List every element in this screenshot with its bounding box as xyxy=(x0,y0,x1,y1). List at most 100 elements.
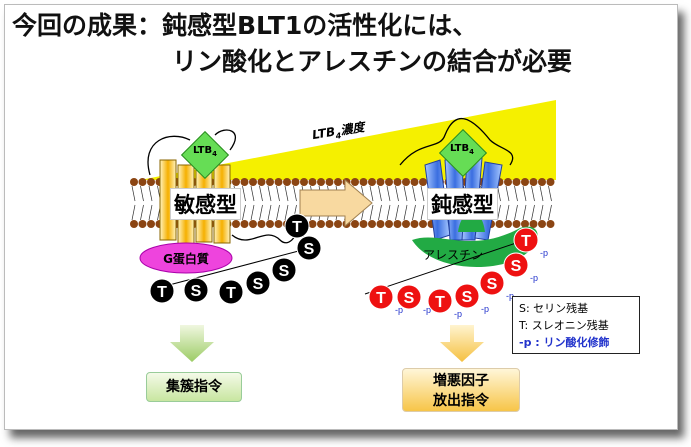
lipid-head xyxy=(232,178,240,186)
lipid-head xyxy=(232,220,240,228)
lipid-head xyxy=(521,178,529,186)
residue-label: S xyxy=(279,263,290,280)
lipid-head xyxy=(317,220,325,228)
lipid-head xyxy=(266,220,274,228)
outcome-right-line-2: 放出指令 xyxy=(433,393,489,409)
phospho-mark: -p xyxy=(530,273,538,283)
lipid-head xyxy=(376,178,385,186)
title-line-1: 今回の成果：鈍感型BLT1の活性化には、 xyxy=(12,11,478,40)
g-protein-label: G蛋白質 xyxy=(163,252,209,266)
arrestin xyxy=(412,211,538,267)
residue-bead xyxy=(454,283,480,309)
right-down-arrow xyxy=(440,325,484,362)
residue-bead xyxy=(284,213,310,239)
lipid-head xyxy=(283,178,291,186)
lipid-head xyxy=(240,220,249,228)
residue-bead xyxy=(396,284,422,310)
lipid-head xyxy=(325,178,334,186)
sensitive-receptor-label: 敏感型 xyxy=(170,188,241,220)
residue-label: S xyxy=(511,258,522,275)
residue-bead xyxy=(513,227,539,253)
lipid-head xyxy=(266,178,274,186)
lipid-head xyxy=(325,220,334,228)
ltb4-label-right: LTB4 xyxy=(449,143,475,156)
residue-label: T xyxy=(435,294,445,311)
clustering-command-box: 集簇指令 xyxy=(146,372,242,402)
residue-label: S xyxy=(253,276,264,293)
lipid-head xyxy=(147,178,155,186)
lipid-head xyxy=(359,220,368,228)
lipid-head xyxy=(385,220,393,228)
legend-phosphorylation: -p : リン酸化修飾 xyxy=(519,336,610,349)
phospho-mark: -p xyxy=(481,304,489,314)
mediator-release-command-box: 増悪因子 放出指令 xyxy=(402,368,520,412)
lipid-head xyxy=(512,178,521,186)
lipid-head xyxy=(308,220,317,228)
lipid-head xyxy=(257,178,266,186)
lipid-head xyxy=(368,178,376,186)
lipid-head xyxy=(368,220,376,228)
transition-arrow xyxy=(299,178,373,228)
lipid-head xyxy=(402,220,410,228)
residue-label: T xyxy=(226,285,236,302)
residue-bead xyxy=(245,270,271,296)
lipid-head xyxy=(393,178,402,186)
lipid-head xyxy=(419,220,427,228)
lipid-head xyxy=(249,178,257,186)
residue-label: T xyxy=(521,233,531,250)
lipid-head xyxy=(147,220,155,228)
legend-threonine: T: スレオニン残基 xyxy=(519,319,609,332)
lipid-head xyxy=(546,178,555,186)
lipid-head xyxy=(274,220,283,228)
insensitive-receptor-label: 鈍感型 xyxy=(427,188,498,220)
residue-bead xyxy=(368,284,394,310)
residue-label: S xyxy=(487,276,498,293)
lipid-head xyxy=(334,220,342,228)
g-protein xyxy=(139,242,233,274)
lipid-head xyxy=(376,220,385,228)
lipid-head xyxy=(130,220,138,228)
lipid-head xyxy=(410,220,419,228)
residue-label: S xyxy=(304,241,315,258)
lipid-head xyxy=(393,220,402,228)
lipid-head xyxy=(529,220,538,228)
lipid-head xyxy=(521,220,529,228)
lipid-head xyxy=(504,220,512,228)
lipid-head xyxy=(249,220,257,228)
residue-label: T xyxy=(157,284,167,301)
residue-bead xyxy=(296,235,322,261)
phospho-mark: -p xyxy=(506,291,514,301)
residue-label: S xyxy=(462,289,473,306)
lipid-head xyxy=(504,178,512,186)
lipid-head xyxy=(317,178,325,186)
lipid-head xyxy=(240,178,249,186)
ltb4-label-left: LTB4 xyxy=(192,145,218,158)
lipid-head xyxy=(538,220,546,228)
phospho-mark: -p xyxy=(540,248,548,258)
lipid-head xyxy=(512,220,521,228)
residue-bead xyxy=(503,252,529,278)
lipid-head xyxy=(130,178,138,186)
residue-label: T xyxy=(292,219,302,236)
arrestin-label: アレスチン xyxy=(423,248,484,262)
lipid-head xyxy=(300,178,308,186)
residue-bead xyxy=(427,288,453,314)
outcome-right-line-1: 増悪因子 xyxy=(433,373,489,389)
legend-serine: S: セリン残基 xyxy=(519,302,589,315)
phospho-mark: -p xyxy=(395,305,403,315)
lipid-head xyxy=(495,220,504,228)
lipid-head xyxy=(334,178,342,186)
phospho-mark: -p xyxy=(423,305,431,315)
lipid-head xyxy=(359,178,368,186)
slide-frame xyxy=(4,4,678,430)
lipid-head xyxy=(274,178,283,186)
lipid-head xyxy=(419,178,427,186)
lipid-head xyxy=(308,178,317,186)
lipid-head xyxy=(538,178,546,186)
left-down-arrow xyxy=(170,325,214,362)
residue-bead xyxy=(183,277,209,303)
lipid-head xyxy=(351,178,359,186)
